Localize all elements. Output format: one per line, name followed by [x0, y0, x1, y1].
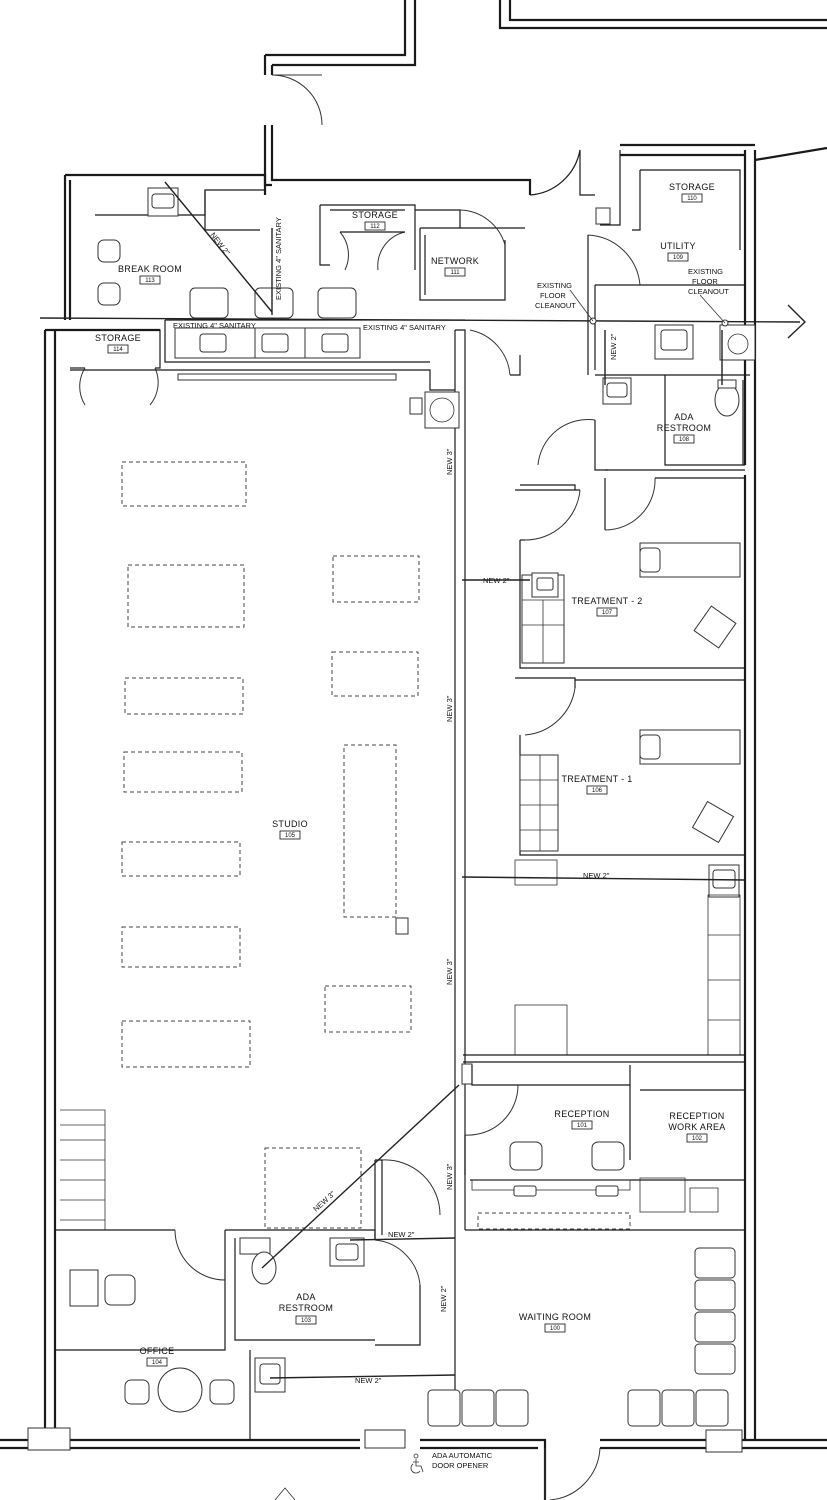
corridor-walls [70, 329, 521, 1390]
svg-text:BREAK ROOM: BREAK ROOM [118, 264, 182, 274]
room-label-treatment-2: TREATMENT - 2 107 [571, 596, 642, 617]
treatment-rooms [515, 477, 745, 856]
new-3-low-label: NEW 3" [445, 958, 454, 985]
svg-text:NETWORK: NETWORK [431, 256, 479, 266]
new-2-bottom-label: NEW 2" [355, 1376, 382, 1385]
svg-text:103: 103 [301, 1318, 312, 1324]
sanitary-label-vertical: EXISTING 4" SANITARY [274, 217, 283, 300]
southwest-rooms [55, 1159, 441, 1440]
east-furniture [514, 859, 741, 1056]
cleanout-note-1: EXISTING FLOOR CLEANOUT [535, 281, 576, 310]
svg-text:RECEPTION: RECEPTION [669, 1111, 724, 1121]
reception-area [461, 1054, 745, 1231]
room-label-storage-110: STORAGE 110 [669, 182, 715, 203]
svg-text:DOOR OPENER: DOOR OPENER [432, 1461, 489, 1470]
room-label-ada-restroom-103: ADA RESTROOM 103 [279, 1292, 333, 1325]
svg-text:FLOOR: FLOOR [540, 291, 566, 300]
svg-text:WAITING ROOM: WAITING ROOM [519, 1312, 591, 1322]
northeast-rooms [529, 149, 756, 471]
svg-text:110: 110 [687, 196, 697, 202]
svg-text:CLEANOUT: CLEANOUT [688, 287, 729, 296]
new-2-waiting-label: NEW 2" [439, 1285, 448, 1312]
storage-114-walls [70, 329, 161, 406]
sanitary-label-2: EXISTING 4" SANITARY [363, 323, 446, 332]
svg-text:ADA: ADA [296, 1292, 315, 1302]
door-opener-note: ADA AUTOMATIC DOOR OPENER [274, 1451, 493, 1500]
svg-text:102: 102 [692, 1136, 703, 1142]
plumbing-lines [39, 181, 807, 1379]
svg-text:114: 114 [113, 347, 123, 353]
svg-text:FLOOR: FLOOR [692, 277, 718, 286]
svg-text:RECEPTION: RECEPTION [554, 1109, 609, 1119]
svg-text:105: 105 [285, 833, 296, 839]
svg-text:113: 113 [145, 278, 155, 284]
new-2-t2-label: NEW 2" [483, 576, 510, 585]
svg-text:107: 107 [602, 610, 613, 616]
room-label-storage-114: STORAGE 114 [95, 333, 141, 354]
room-label-break-room: BREAK ROOM 113 [118, 264, 182, 285]
svg-text:UTILITY: UTILITY [660, 241, 696, 251]
svg-text:104: 104 [152, 1360, 163, 1366]
new-2-restroom-label: NEW 2" [388, 1230, 415, 1239]
new-2-ada108-label: NEW 2" [609, 333, 618, 360]
svg-text:TREATMENT - 2: TREATMENT - 2 [571, 596, 642, 606]
room-label-treatment-1: TREATMENT - 1 106 [561, 774, 632, 795]
new-3-mid-label: NEW 3" [445, 695, 454, 722]
room-label-waiting-room: WAITING ROOM 100 [519, 1312, 591, 1333]
svg-text:EXISTING: EXISTING [688, 267, 723, 276]
room-label-reception: RECEPTION 101 [554, 1109, 609, 1130]
room-label-studio: STUDIO 105 [272, 819, 308, 840]
svg-text:101: 101 [577, 1123, 588, 1129]
svg-text:112: 112 [370, 224, 380, 230]
svg-text:STUDIO: STUDIO [272, 819, 308, 829]
svg-text:ADA: ADA [674, 412, 693, 422]
svg-text:108: 108 [679, 437, 690, 443]
room-label-reception-work-area: RECEPTION WORK AREA 102 [668, 1111, 725, 1143]
svg-text:STORAGE: STORAGE [669, 182, 715, 192]
room-label-office: OFFICE 104 [140, 1346, 175, 1367]
svg-text:EXISTING: EXISTING [537, 281, 572, 290]
studio-layout [60, 461, 420, 1230]
cleanout-note-2: EXISTING FLOOR CLEANOUT [688, 267, 729, 296]
svg-text:OFFICE: OFFICE [140, 1346, 175, 1356]
svg-text:106: 106 [592, 788, 603, 794]
svg-text:100: 100 [550, 1326, 561, 1332]
svg-text:TREATMENT - 1: TREATMENT - 1 [561, 774, 632, 784]
svg-text:RESTROOM: RESTROOM [279, 1303, 333, 1313]
room-label-storage-112: STORAGE 112 [352, 210, 398, 231]
room-label-utility: UTILITY 109 [660, 241, 696, 262]
svg-text:109: 109 [673, 255, 684, 261]
svg-text:RESTROOM: RESTROOM [657, 423, 711, 433]
new-3-reception-label: NEW 3" [445, 1163, 454, 1190]
svg-text:CLEANOUT: CLEANOUT [535, 301, 576, 310]
svg-text:WORK AREA: WORK AREA [668, 1122, 725, 1132]
new-2-t1-label: NEW 2" [583, 871, 610, 880]
accessibility-icon [410, 1453, 424, 1474]
direction-arrow-icon [787, 304, 807, 339]
new-3-top-label: NEW 3" [445, 448, 454, 475]
svg-text:111: 111 [450, 270, 460, 276]
room-label-network: NETWORK 111 [431, 256, 479, 277]
new-2-break-label: NEW 2" [208, 231, 232, 258]
sanitary-label-1: EXISTING 4" SANITARY [173, 321, 256, 330]
waiting-room-furniture [427, 1247, 736, 1427]
room-label-ada-restroom-108: ADA RESTROOM 108 [657, 412, 711, 444]
existing-building-top [263, 0, 827, 195]
exterior-walls [0, 143, 827, 1500]
svg-text:STORAGE: STORAGE [95, 333, 141, 343]
svg-text:ADA AUTOMATIC: ADA AUTOMATIC [432, 1451, 493, 1460]
svg-text:STORAGE: STORAGE [352, 210, 398, 220]
